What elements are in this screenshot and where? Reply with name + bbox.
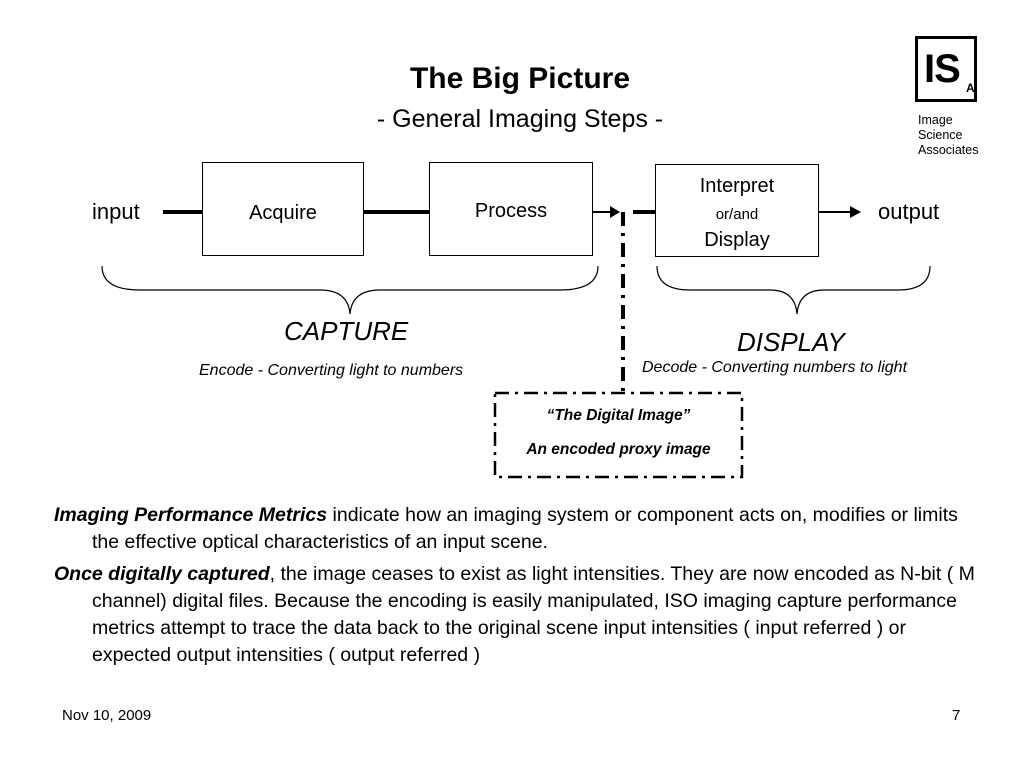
capture-label: CAPTURE — [284, 316, 409, 346]
body-text: Imaging Performance Metrics indicate how… — [54, 502, 984, 674]
body-paragraph: Imaging Performance Metrics indicate how… — [54, 502, 984, 556]
logo-caption: Image Science Associates — [918, 113, 978, 158]
logo-caption-line: Science — [918, 128, 963, 142]
display-brace — [656, 265, 931, 315]
process-block: Process — [429, 162, 593, 256]
display-description: Decode - Converting numbers to light — [642, 359, 908, 376]
interpret-label: Interpret — [699, 175, 775, 197]
capture-brace — [101, 265, 599, 315]
process-label: Process — [474, 200, 548, 222]
slide-subtitle: - General Imaging Steps - — [376, 105, 664, 133]
body-paragraph: Once digitally captured, the image cease… — [54, 561, 984, 669]
input-label: input — [92, 199, 140, 224]
logo-caption-line: Associates — [918, 143, 979, 157]
paragraph-lead: Imaging Performance Metrics — [54, 504, 328, 526]
display-block-label: Display — [704, 229, 770, 251]
digital-image-frame — [493, 391, 744, 479]
page-number: 7 — [952, 707, 961, 724]
interpret-display-block: Interpret or/and Display — [655, 164, 819, 257]
acquire-label: Acquire — [249, 202, 317, 224]
digital-image-title: “The Digital Image” — [546, 407, 691, 424]
arrowhead-process — [610, 206, 620, 218]
paragraph-text: indicate how an imaging system or compon… — [92, 504, 958, 553]
arrowhead-output — [850, 206, 861, 218]
logo-caption-line: Image — [918, 113, 953, 127]
paragraph-lead: Once digitally captured — [54, 563, 270, 585]
paragraph-text: , the image ceases to exist as light int… — [92, 563, 975, 666]
display-label: DISPLAY — [737, 327, 845, 357]
company-logo: IS A — [915, 36, 977, 102]
interpret-connector-label: or/and — [715, 206, 759, 223]
logo-mark: IS — [924, 47, 961, 91]
slide-title: The Big Picture — [409, 62, 631, 95]
output-label: output — [878, 199, 940, 224]
logo-mark-sub: A — [966, 81, 975, 95]
acquire-block: Acquire — [202, 162, 364, 256]
digital-image-box: “The Digital Image” An encoded proxy ima… — [495, 393, 742, 477]
footer-date: Nov 10, 2009 — [62, 707, 152, 724]
capture-description: Encode - Converting light to numbers — [199, 362, 464, 379]
digital-image-subtitle: An encoded proxy image — [526, 441, 711, 458]
